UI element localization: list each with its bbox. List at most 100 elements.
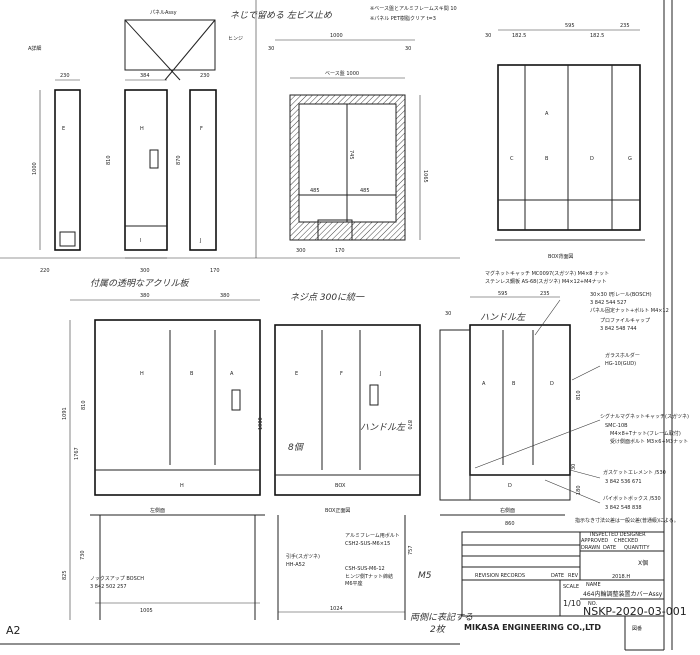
top-box-rear-view: 595 30 182.5 182.5 235 C A B D G BOX背面図 — [485, 23, 645, 260]
drawing-label: 1091 — [62, 407, 68, 420]
drawing-label: A — [482, 381, 486, 387]
drawing-label: プロファイルキャップ — [600, 318, 650, 324]
drawing-label: 485 — [310, 188, 320, 194]
drawing-number: NSKP-2020-03-001 — [583, 605, 687, 618]
drawing-label: 受け側面ボルト M3×6+M3ナット — [610, 438, 688, 445]
drawing-label: D — [590, 156, 594, 162]
drawing-label: ベース盤 1000 — [325, 70, 359, 77]
drawing-label: J — [199, 238, 201, 244]
drawing-label: 8個 — [288, 442, 305, 453]
drawing-label: パイボットボックス /530 — [603, 495, 661, 502]
drawing-label: BOX — [335, 483, 346, 489]
drawing-label: G — [628, 156, 632, 162]
drawing-label: 3 842 548 838 — [605, 505, 642, 511]
drawing-label: A — [230, 371, 234, 377]
drawing-label: H — [180, 483, 184, 489]
drawing-label: J — [379, 371, 381, 377]
drawing-label: 3 842 502 257 — [90, 584, 127, 590]
drawing-label: 左側面 — [150, 507, 165, 514]
drawing-label: 1000 — [330, 33, 343, 39]
drawing-label: 右側面 — [500, 507, 515, 514]
drawing-label: シグナルマグネットキャッチ(スガツネ) — [600, 413, 689, 420]
drawing-label: H — [140, 126, 144, 132]
drawing-label: 235 — [540, 291, 550, 297]
hand-note: ネじで留める 左ビス止め — [230, 10, 333, 21]
drawing-label: NO. — [588, 601, 597, 607]
drawing-label: ハンドル左 — [480, 312, 526, 323]
a-detail-label: A詳細 — [28, 45, 41, 52]
drawing-label: 3 842 548 744 — [600, 326, 637, 332]
drawing-label: 30 — [571, 464, 577, 470]
drawing-label: 引手(スガツネ) — [286, 553, 320, 560]
drawing-label: 1000 — [32, 162, 38, 175]
drawing-label: 810 — [81, 400, 87, 410]
drawing-label: I — [140, 238, 141, 244]
drawing-label: 182.5 — [512, 33, 526, 39]
drawing-label: DRAWN — [581, 545, 600, 551]
drawing-label: SMC-10B — [605, 423, 628, 429]
drawing-label: B — [190, 371, 194, 377]
drawing-label: 384 — [140, 73, 150, 79]
drawing-label: 1065 — [422, 170, 428, 183]
drawing-label: E — [62, 126, 65, 132]
drawing-label: 図番 — [632, 625, 642, 632]
drawing-label: X個 — [638, 559, 648, 567]
drawing-label: ガラスホルダー — [605, 352, 640, 359]
drawing-label: 1000 — [258, 417, 264, 430]
drawing-label: CHECKED — [614, 538, 638, 544]
note-panel-material: ※パネル PET樹脂クリア t=3 — [370, 15, 436, 22]
drawing-label: HH-A52 — [286, 562, 305, 568]
drawing-label: A — [545, 111, 549, 117]
drawing-label: SCALE — [563, 584, 579, 590]
drawing-label: F — [340, 371, 343, 377]
drawing-label: APPROVED — [581, 538, 608, 544]
drawing-label: D — [550, 381, 554, 387]
drawing-label: F — [200, 126, 203, 132]
drawing-label: C — [510, 156, 514, 162]
drawing-label: ネジ点 300に統一 — [290, 292, 365, 303]
drawing-label: 両側に表記する — [410, 612, 473, 623]
drawing-label: 870 — [176, 155, 182, 165]
drawing-label: パネル固定ナット+ボルト M4×12 — [590, 307, 669, 314]
drawing-label: 230 — [60, 73, 70, 79]
drawing-label: M6平座 — [345, 580, 363, 587]
company-name: MIKASA ENGINEERING CO.,LTD — [464, 623, 601, 632]
drawing-label: M4×8+Tナット(フレーム取付) — [610, 430, 681, 437]
drawing-label: 3 842 536 671 — [605, 479, 642, 485]
drawing-label: 745 — [348, 150, 354, 160]
drawing-label: マグネットキャッチ MC0097(スガツネ) M4×8 ナット — [485, 270, 609, 277]
drawing-label: B — [512, 381, 516, 387]
drawing-label: H — [140, 371, 144, 377]
drawing-label: 380 — [220, 293, 230, 299]
top-front-view: ※ベース盤とアルミフレームスキ間 10 ※パネル PET樹脂クリア t=3 10… — [268, 5, 457, 254]
drawing-label: 810 — [106, 155, 112, 165]
drawing-label: ヒンジ側Tナット締結 — [345, 573, 393, 580]
revision-header: REVISION RECORDS — [475, 573, 525, 579]
drawing-label: INSPECTED DESIGNER — [590, 532, 646, 538]
drawing-label: 235 — [620, 23, 630, 29]
title-block: REVISION RECORDS DATE REV INSPECTED DESI… — [461, 531, 687, 651]
drawing-label: 595 — [565, 23, 575, 29]
drawing-label: REV — [568, 573, 579, 579]
drawing-label: 870 — [406, 420, 412, 430]
hinge-label: ヒンジ — [228, 36, 243, 42]
drawing-label: ハンドル左 — [360, 422, 406, 433]
drawing-label: CSH2-SUS-M6×15 — [345, 541, 390, 547]
drawing-label: 300 — [296, 248, 306, 254]
drawing-label: ガスケットエレメント /530 — [603, 469, 666, 476]
drawing-label: 3 842 544 527 — [590, 300, 627, 306]
drawing-label: 30 — [405, 46, 411, 52]
drawing-label: 1767 — [74, 447, 80, 460]
drawing-label: 757 — [408, 545, 414, 555]
drawing-label: BOX背面図 — [548, 253, 573, 260]
drawing-label: 810 — [576, 390, 582, 400]
drawing-label: 2枚 — [430, 624, 447, 635]
drawing-label: B — [545, 156, 549, 162]
drawing-label: 1024 — [330, 606, 343, 612]
drawing-label: ノックスアップ BOSCH — [90, 576, 144, 582]
drawing-label: 380 — [140, 293, 150, 299]
